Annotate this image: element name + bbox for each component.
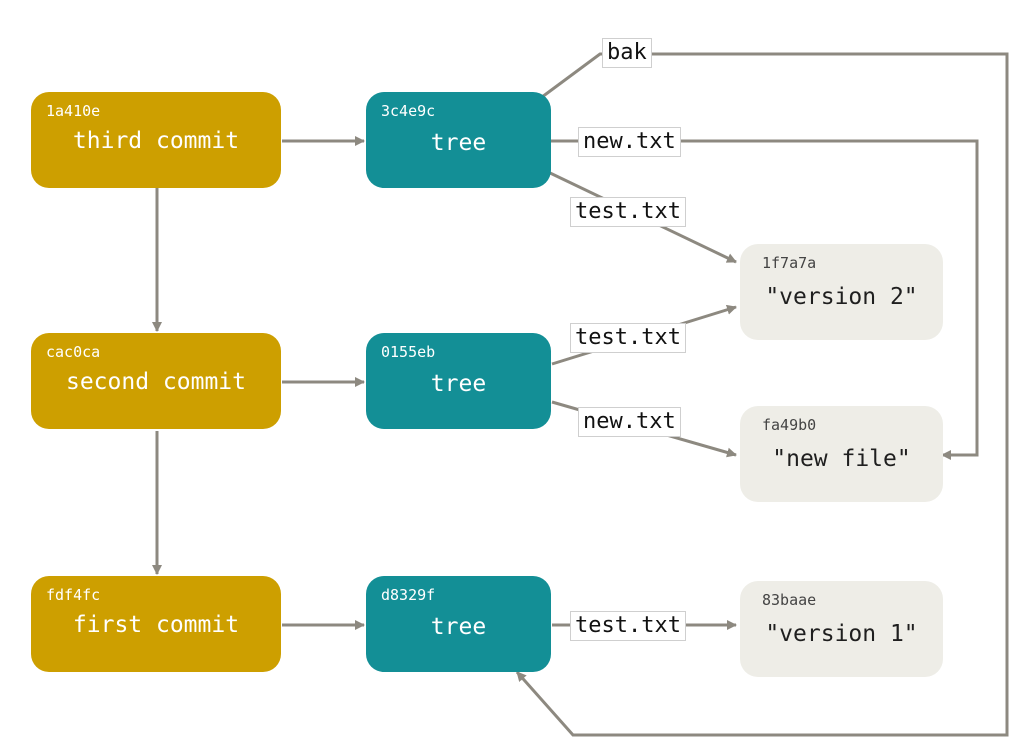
- commit-message: third commit: [72, 128, 240, 154]
- tree-hash: d8329f: [381, 586, 436, 604]
- tree-node[interactable]: 3c4e9c tree: [366, 92, 551, 188]
- blob-node[interactable]: fa49b0 "new file": [740, 406, 943, 502]
- blob-content: "new file": [772, 446, 911, 472]
- commit-message: second commit: [65, 369, 246, 395]
- blob-hash: fa49b0: [762, 416, 817, 434]
- edge-label-new-txt: new.txt: [578, 407, 681, 437]
- blob-node[interactable]: 83baae "version 1": [740, 581, 943, 677]
- commit-message: first commit: [72, 612, 240, 638]
- commit-node[interactable]: cac0ca second commit: [31, 333, 281, 429]
- commit-hash: cac0ca: [46, 343, 101, 361]
- tree-node[interactable]: d8329f tree: [366, 576, 551, 672]
- blob-content: "version 1": [765, 621, 918, 647]
- commit-hash: fdf4fc: [46, 586, 101, 604]
- commit-hash: 1a410e: [46, 102, 101, 120]
- edge-tree3-newtxt: [548, 139, 979, 460]
- commit-node[interactable]: fdf4fc first commit: [31, 576, 281, 672]
- tree-hash: 0155eb: [381, 343, 436, 361]
- tree-label: tree: [430, 614, 487, 640]
- tree-node[interactable]: 0155eb tree: [366, 333, 551, 429]
- edge-label-test-txt: test.txt: [570, 323, 686, 353]
- tree-hash: 3c4e9c: [381, 102, 436, 120]
- edge-label-test-txt: test.txt: [570, 197, 686, 227]
- blob-content: "version 2": [765, 284, 918, 310]
- commit-node[interactable]: 1a410e third commit: [31, 92, 281, 188]
- tree-label: tree: [430, 130, 487, 156]
- edge-tree3-bak: [515, 52, 1009, 737]
- blob-hash: 1f7a7a: [762, 254, 817, 272]
- blob-node[interactable]: 1f7a7a "version 2": [740, 244, 943, 340]
- edge-label-test-txt: test.txt: [570, 611, 686, 641]
- edge-label-bak: bak: [602, 38, 652, 68]
- tree-label: tree: [430, 371, 487, 397]
- blob-hash: 83baae: [762, 591, 817, 609]
- edge-label-new-txt: new.txt: [578, 127, 681, 157]
